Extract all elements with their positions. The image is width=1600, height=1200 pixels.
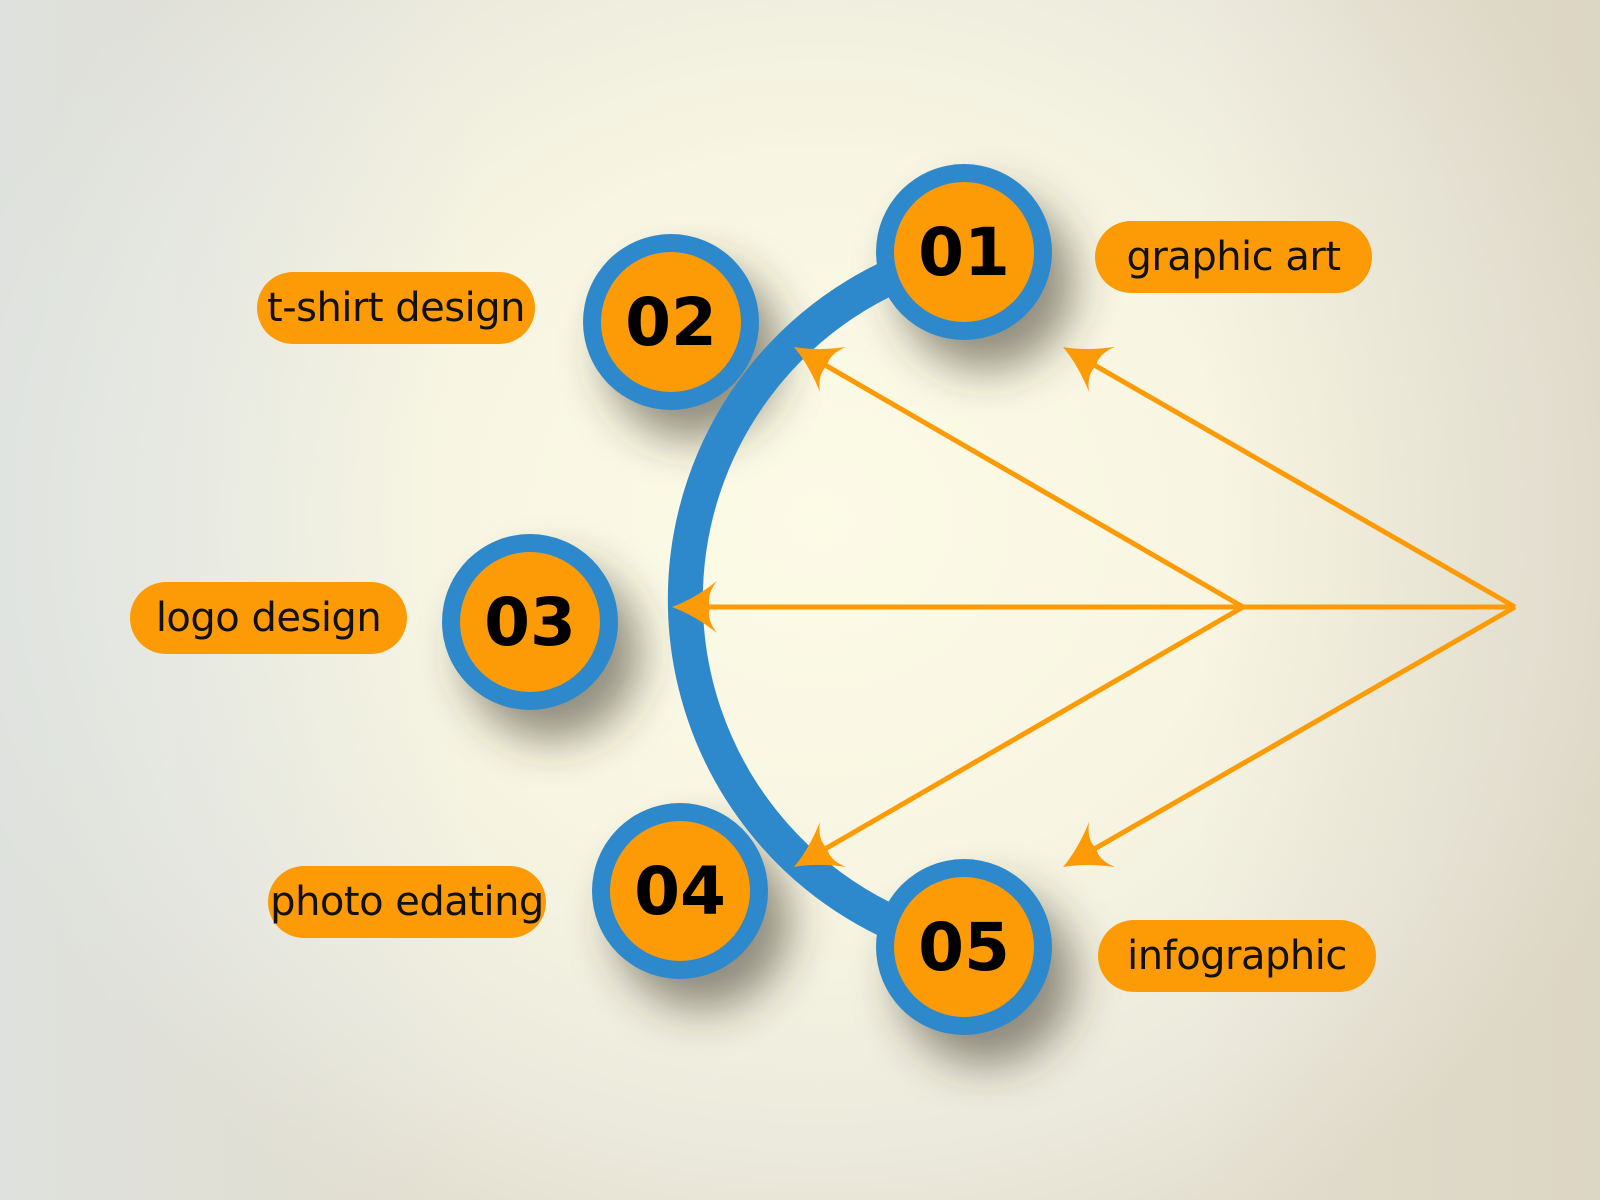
step-05: 05: [876, 859, 1052, 1035]
arrow-line: [1087, 359, 1517, 610]
step-disc: [610, 821, 750, 961]
step-03: 03: [442, 534, 618, 710]
step-disc: [601, 252, 741, 392]
arrowhead-icon: [794, 347, 846, 393]
arrowhead-icon: [1063, 346, 1115, 392]
step-01: 01: [876, 164, 1052, 340]
step-02: 02: [583, 234, 759, 410]
label-logo-design: logo design: [130, 582, 407, 654]
arrowhead-icon: [672, 581, 717, 633]
arrowhead-icon: [1063, 822, 1115, 868]
step-disc: [460, 552, 600, 692]
step-04: 04: [592, 803, 768, 979]
arrowhead-icon: [794, 821, 846, 867]
label-graphic-art: graphic art: [1095, 221, 1372, 293]
arrow-line: [818, 604, 1245, 855]
label-photo-editing: photo edating: [268, 866, 546, 938]
step-number: 01: [918, 214, 1010, 291]
arrow-line: [818, 359, 1245, 610]
step-number: 03: [484, 584, 576, 661]
label-t-shirt-design: t-shirt design: [257, 272, 535, 344]
step-disc: [894, 877, 1034, 1017]
step-disc: [894, 182, 1034, 322]
connector-arc: [667, 234, 968, 965]
step-number: 02: [625, 284, 717, 361]
label-infographic: infographic: [1098, 920, 1376, 992]
step-number: 04: [634, 853, 726, 930]
step-number: 05: [918, 909, 1010, 986]
arrows: [672, 346, 1517, 868]
arrow-line: [1087, 604, 1517, 855]
